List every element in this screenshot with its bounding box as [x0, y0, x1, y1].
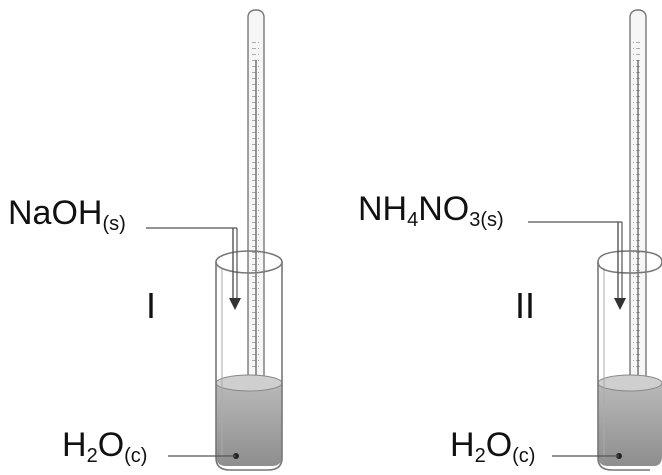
water-label-II: H2O(c) — [450, 426, 536, 467]
solid-feeder-I — [229, 228, 241, 310]
setup-label-I: I — [146, 285, 157, 326]
solute-label-I: NaOH(s) — [8, 194, 126, 235]
thermometer-II — [629, 9, 647, 409]
water-label-I: H2O(c) — [62, 426, 148, 467]
beaker-II — [597, 250, 662, 471]
setup-II-apparatus — [528, 9, 662, 471]
solute-label-II: NH4NO3(s) — [358, 190, 504, 231]
setup-I-apparatus — [146, 9, 283, 471]
thermometer-I — [247, 9, 265, 409]
beaker-I — [215, 250, 283, 471]
solid-feeder-II — [614, 222, 626, 310]
setup-label-II: II — [515, 285, 536, 326]
